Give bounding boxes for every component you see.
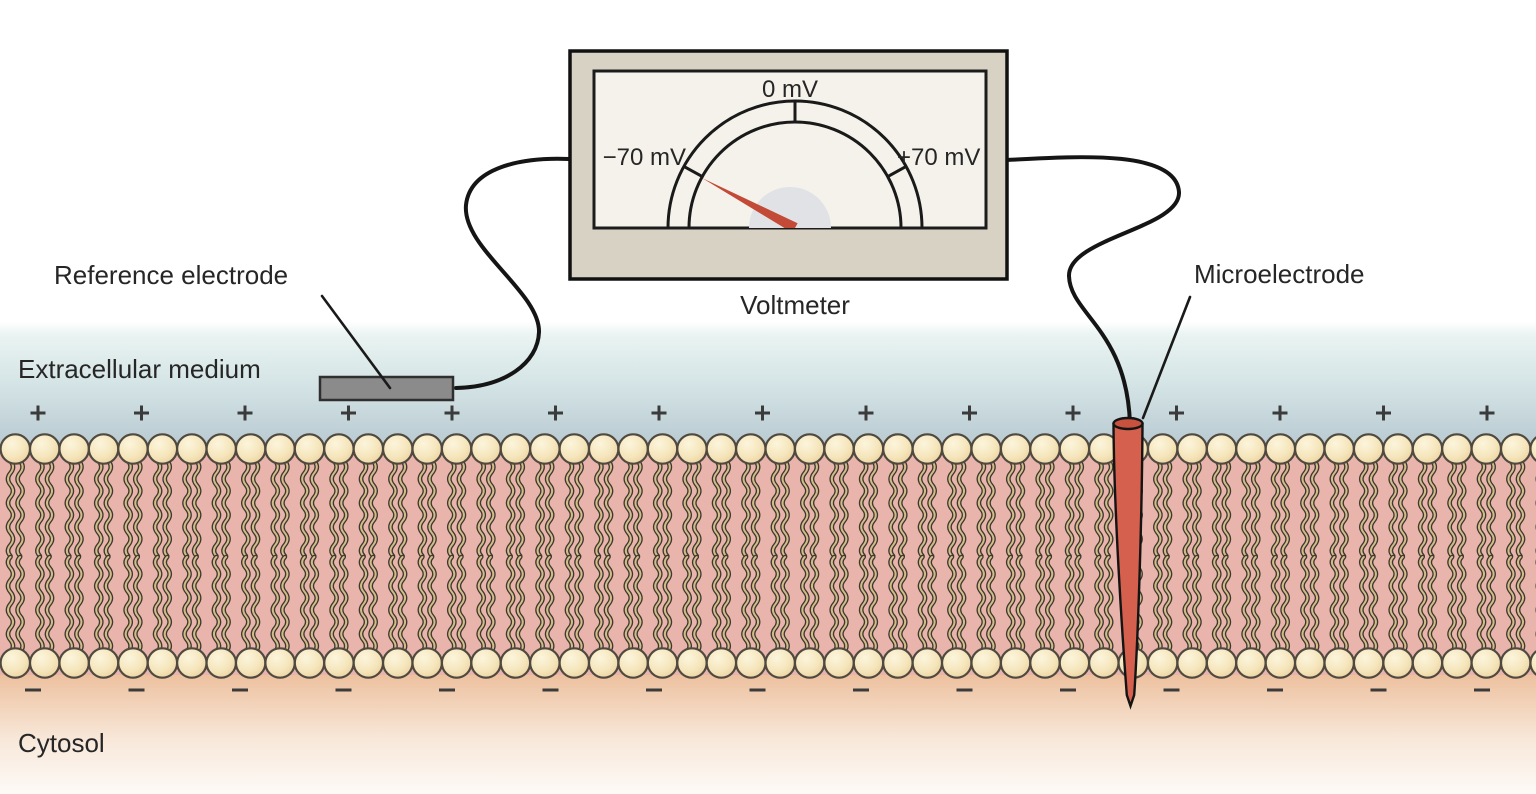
voltmeter-needle [702, 178, 798, 228]
reference-electrode-label: Reference electrode [54, 260, 289, 290]
dial-tick-minus70 [683, 165, 704, 178]
reference-electrode-leader-line [320, 294, 392, 390]
microelectrode-leader-line [1141, 295, 1192, 420]
voltmeter-device [568, 49, 1009, 281]
microelectrode-tip-opening [1112, 416, 1144, 431]
microelectrode-label: Microelectrode [1194, 259, 1365, 289]
dial-face [687, 120, 903, 228]
reference-electrode [318, 375, 455, 402]
extracellular-medium-label: Extracellular medium [18, 354, 261, 384]
cytosol-region [0, 675, 1536, 794]
wire-left [454, 156, 571, 390]
dial-tick-plus70 [886, 165, 907, 178]
cytosol-label: Cytosol [18, 728, 105, 758]
dial-label-plus70: +70 mV [897, 144, 981, 171]
dial-label-minus70: −70 mV [602, 144, 686, 171]
microelectrode [1112, 422, 1144, 710]
wire-right [1005, 155, 1182, 426]
dial-label-zero: 0 mV [761, 76, 818, 103]
extracellular-medium-region [0, 322, 1536, 445]
voltmeter-label: Voltmeter [740, 290, 850, 320]
